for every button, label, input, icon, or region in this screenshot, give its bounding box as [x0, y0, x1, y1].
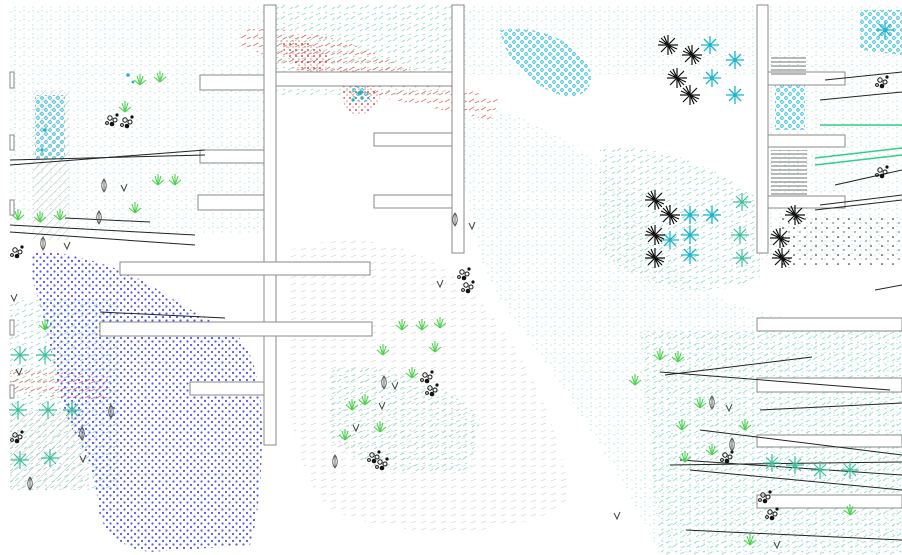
green-accent-lines	[814, 124, 902, 166]
linear-edges	[9, 71, 902, 541]
hatched-strip	[10, 90, 85, 490]
water-body-dotted	[32, 251, 262, 552]
walkway-structures	[9, 4, 902, 509]
gravel-area	[780, 215, 902, 268]
striped-planters	[771, 55, 807, 195]
small-cyan-flowers	[40, 73, 363, 152]
